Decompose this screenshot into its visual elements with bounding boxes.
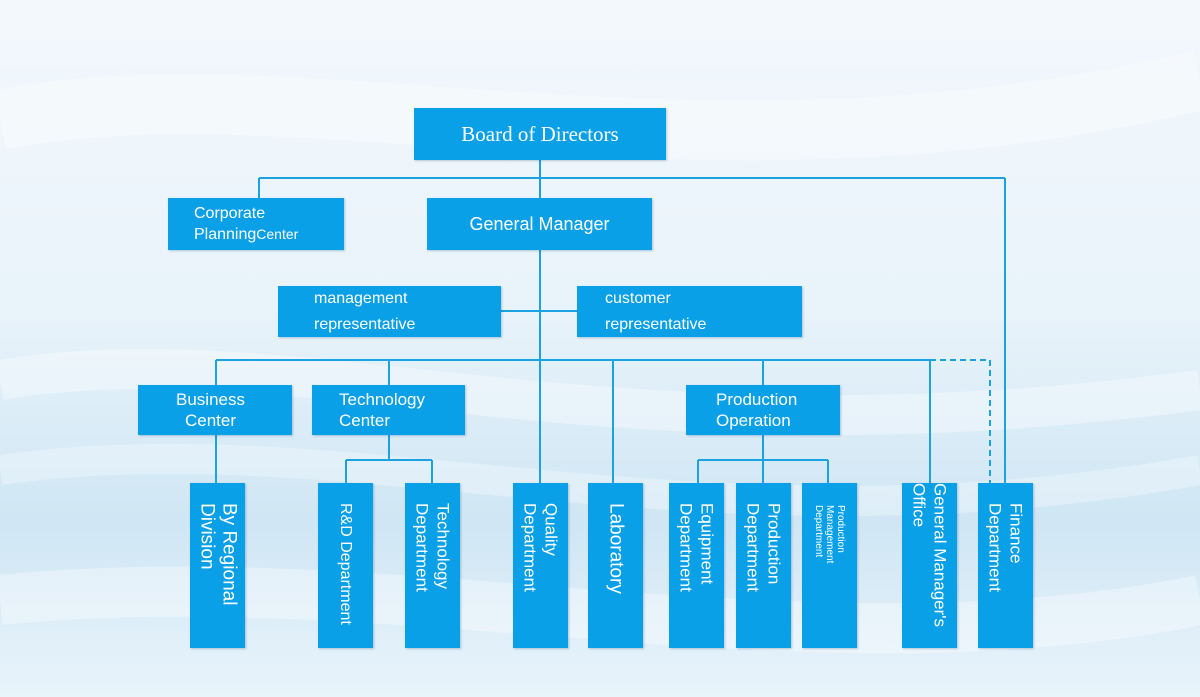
customer-rep-line2: representative [605, 315, 707, 333]
business-center-line2: Center [184, 411, 236, 430]
finance-department-line2: Department [985, 503, 1005, 592]
corporate-planning-line2a: Planning [194, 225, 257, 243]
customer-representative-node: customer representative [577, 286, 802, 337]
customer-rep-line1: customer [605, 289, 671, 307]
general-manager-label: General Manager [469, 213, 610, 234]
technology-center-node: Technology Center [312, 385, 465, 435]
corporate-planning-line1: Corporate [194, 204, 266, 222]
production-operation-node: Production Operation [686, 385, 840, 435]
production-management-department-node: Production Management Department [802, 483, 857, 648]
business-center-line1: Business [176, 390, 245, 409]
finance-department-node: Finance Department [978, 483, 1033, 648]
production-operation-line2: Operation [716, 411, 791, 430]
management-rep-line1: management [314, 289, 408, 307]
production-mgmt-line1: Production [835, 505, 846, 553]
board-of-directors-label: Board of Directors [461, 121, 619, 146]
laboratory-node: Laboratory [588, 483, 643, 648]
equipment-department-line2: Department [676, 503, 696, 592]
production-department-line1: Production [764, 503, 784, 585]
production-department-line2: Department [743, 503, 763, 592]
business-center-node: Business Center [138, 385, 292, 435]
quality-department-node: Quality Department [513, 483, 568, 648]
quality-department-line1: Quality [541, 503, 561, 556]
technology-center-line1: Technology [339, 390, 426, 409]
management-representative-node: management representative [278, 286, 501, 337]
equipment-department-node: Equipment Department [669, 483, 724, 648]
corporate-planning-line2b: Center [256, 225, 299, 242]
technology-department-line2: Department [412, 503, 432, 592]
regional-division-line1: By Regional [218, 503, 240, 606]
management-rep-line2: representative [314, 315, 416, 333]
rd-department-node: R&D Department [318, 483, 373, 648]
technology-center-line2: Center [339, 411, 391, 430]
laboratory-label: Laboratory [605, 503, 627, 594]
gm-office-line2: Office [909, 483, 929, 528]
production-mgmt-line3: Department [813, 505, 824, 558]
equipment-department-line1: Equipment [697, 503, 717, 585]
production-department-node: Production Department [736, 483, 791, 648]
regional-division-node: By Regional Division [190, 483, 245, 648]
quality-department-line2: Department [520, 503, 540, 592]
regional-division-line2: Division [196, 503, 218, 570]
rd-department-label: R&D Department [337, 503, 354, 625]
technology-department-line1: Technology [433, 503, 453, 590]
gm-office-line1: General Manager's [930, 483, 950, 628]
technology-department-node: Technology Department [405, 483, 460, 648]
general-managers-office-node: General Manager's Office [902, 483, 957, 648]
general-manager-node: General Manager [427, 198, 652, 250]
production-mgmt-line2: Management [824, 505, 835, 564]
production-operation-line1: Production [716, 390, 798, 409]
board-of-directors-node: Board of Directors [414, 108, 666, 160]
corporate-planning-center-node: Corporate PlanningCenter [168, 198, 344, 250]
finance-department-line1: Finance [1006, 503, 1026, 564]
